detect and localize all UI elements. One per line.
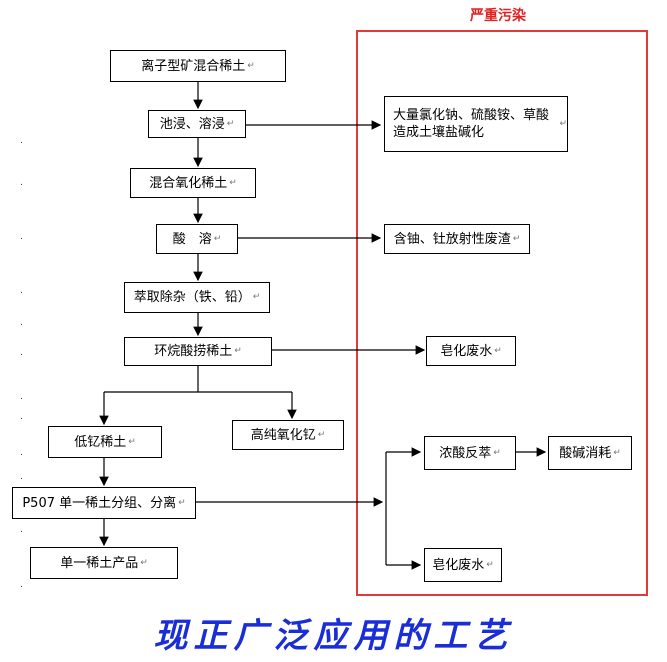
margin-mark: . — [20, 392, 23, 402]
bottom-title: 现正广泛应用的工艺 — [153, 616, 514, 656]
paragraph-mark: ↵ — [229, 177, 237, 188]
pollution-frame — [356, 30, 648, 596]
paragraph-mark: ↵ — [494, 345, 502, 356]
paragraph-mark: ↵ — [559, 118, 567, 129]
node-acid-base: 酸碱消耗↵ — [548, 436, 632, 470]
node-acid-dissolve: 酸 溶↵ — [156, 224, 238, 254]
paragraph-mark: ↵ — [252, 292, 261, 302]
margin-mark: . — [20, 525, 23, 535]
node-low-y: 低钇稀土↵ — [48, 426, 162, 458]
node-single-product: 单一稀土产品↵ — [30, 547, 178, 579]
paragraph-mark: ↵ — [512, 233, 521, 244]
margin-mark: . — [20, 448, 23, 458]
paragraph-mark: ↵ — [213, 233, 222, 244]
node-soap-water-1: 皂化废水↵ — [426, 336, 516, 366]
node-soap-water-2: 皂化废水↵ — [424, 548, 502, 582]
pollution-label: 严重污染 — [470, 8, 526, 24]
paragraph-mark: ↵ — [140, 557, 148, 568]
margin-mark: . — [20, 178, 23, 188]
node-mixed-oxide: 混合氧化稀土↵ — [130, 168, 256, 198]
paragraph-mark: ↵ — [613, 447, 621, 458]
node-naphthenic: 环烷酸捞稀土↵ — [124, 337, 272, 366]
margin-mark: . — [20, 472, 23, 482]
paragraph-mark: ↵ — [493, 447, 501, 458]
margin-mark: . — [20, 286, 23, 296]
node-ore: 离子型矿混合稀土↵ — [110, 50, 286, 82]
node-extract: 萃取除杂（铁、铅）↵ — [124, 282, 270, 313]
node-leach: 池浸、溶浸↵ — [148, 110, 246, 138]
node-salt-pollution: 大量氯化钠、硫酸铵、草酸造成土壤盐碱化↵ — [384, 96, 568, 152]
node-high-y: 高纯氧化钇↵ — [232, 420, 344, 450]
margin-mark: . — [20, 136, 23, 146]
margin-mark: . — [20, 580, 23, 590]
paragraph-mark: ↵ — [317, 429, 326, 440]
margin-mark: . — [20, 318, 23, 328]
node-radioactive: 含铀、钍放射性废渣↵ — [384, 224, 530, 254]
paragraph-mark: ↵ — [486, 559, 494, 570]
paragraph-mark: ↵ — [226, 118, 235, 129]
paragraph-mark: ↵ — [178, 497, 186, 508]
margin-mark: . — [20, 232, 23, 242]
paragraph-mark: ↵ — [128, 436, 136, 447]
paragraph-mark: ↵ — [234, 346, 242, 356]
margin-mark: . — [20, 348, 23, 358]
node-p507: P507 单一稀土分组、分离↵ — [12, 487, 196, 519]
node-conc-acid: 浓酸反萃↵ — [424, 436, 516, 470]
margin-mark: . — [20, 412, 23, 422]
paragraph-mark: ↵ — [247, 60, 255, 71]
